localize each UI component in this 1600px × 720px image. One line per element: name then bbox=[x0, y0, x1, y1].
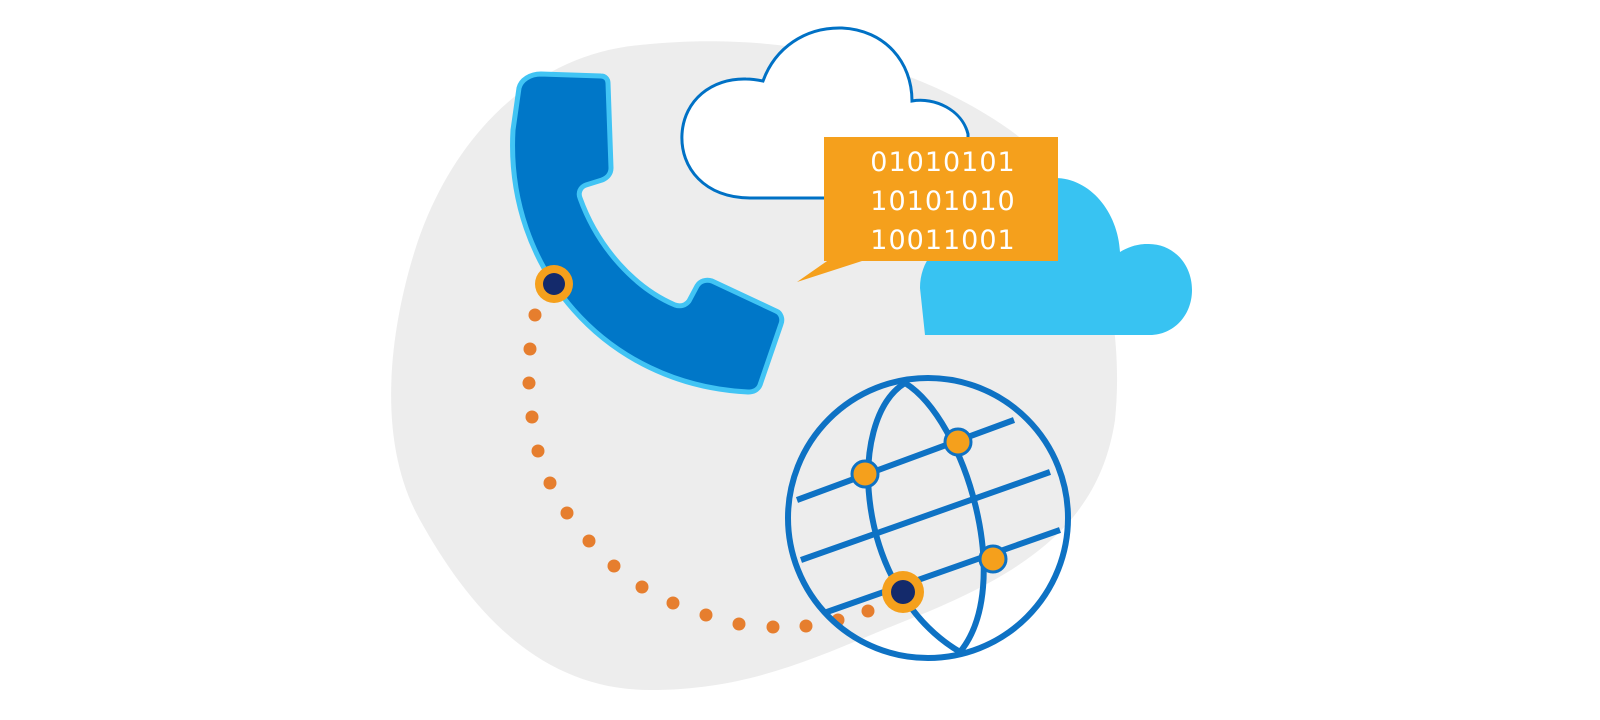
connection-dot bbox=[582, 534, 596, 548]
connection-dot bbox=[543, 476, 557, 490]
connection-dot bbox=[528, 308, 542, 322]
connection-dot bbox=[531, 444, 545, 458]
globe-node-2 bbox=[850, 459, 880, 489]
binary-data-bubble-icon: 01010101 10101010 10011001 bbox=[797, 137, 1058, 282]
connection-dot bbox=[799, 619, 813, 633]
connection-dot bbox=[766, 620, 780, 634]
dotted-connection-path bbox=[522, 308, 875, 634]
globe-connection-node bbox=[882, 571, 924, 613]
connection-dot bbox=[732, 617, 746, 631]
globe-node-1 bbox=[943, 427, 973, 457]
connection-dot bbox=[560, 506, 574, 520]
binary-line-3: 10011001 bbox=[870, 225, 1015, 256]
connection-dot bbox=[522, 376, 536, 390]
connection-dot bbox=[607, 559, 621, 573]
connection-dot bbox=[635, 580, 649, 594]
binary-line-1: 01010101 bbox=[870, 147, 1015, 178]
phone-connection-node bbox=[535, 265, 573, 303]
connection-dot bbox=[525, 410, 539, 424]
binary-line-2: 10101010 bbox=[870, 186, 1015, 217]
connection-dot bbox=[666, 596, 680, 610]
globe-node-3 bbox=[978, 544, 1008, 574]
connection-dot bbox=[523, 342, 537, 356]
globe-network-icon bbox=[785, 375, 1071, 661]
connection-dot bbox=[699, 608, 713, 622]
connection-dot bbox=[861, 604, 875, 618]
